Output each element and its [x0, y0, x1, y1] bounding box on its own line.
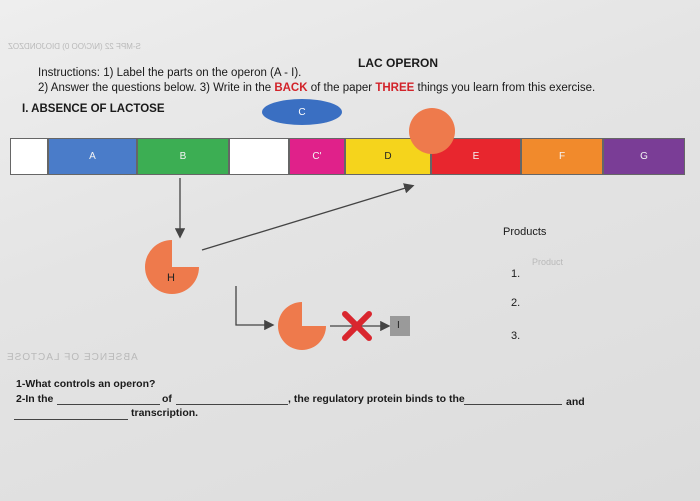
operon-segment-f: F: [521, 138, 603, 175]
segment-b-label: B: [179, 151, 187, 162]
question-2-mid: , the regulatory protein binds to the: [288, 393, 465, 405]
protein-h-shape: [145, 240, 199, 294]
red-cross-icon: [342, 311, 372, 341]
q2-blank-4[interactable]: [14, 419, 128, 420]
instruction-text-c: things you learn from this exercise.: [414, 82, 596, 94]
segment-a-label: A: [89, 151, 96, 162]
product-3-number: 3.: [511, 330, 521, 342]
operon-segment-d: D: [345, 138, 431, 175]
segment-d-label: D: [384, 151, 392, 162]
operon-segment-b: B: [137, 138, 229, 175]
segment-e-label: E: [472, 151, 480, 162]
operon-segment-c-prime: C': [289, 138, 345, 175]
instruction-text-a: 2) Answer the questions below. 3) Write …: [38, 82, 275, 94]
protein-h-label: H: [167, 272, 175, 284]
instruction-line-1: Instructions: 1) Label the parts on the …: [38, 67, 302, 79]
instruction-line-2: 2) Answer the questions below. 3) Write …: [38, 82, 595, 94]
q2-blank-2[interactable]: [176, 404, 288, 405]
repressor-label: C: [298, 106, 306, 118]
box-i-shape: [390, 316, 410, 336]
question-2-start: 2-In the: [16, 393, 54, 405]
instruction-three: THREE: [375, 82, 415, 94]
question-2-of: of: [162, 393, 172, 405]
segment-f-label: F: [558, 151, 566, 162]
question-2-and: and: [566, 396, 585, 408]
connector-to-inactive-protein: [235, 286, 275, 331]
products-label: Products: [503, 226, 547, 238]
question-2-end: transcription.: [131, 407, 199, 419]
operon-segment-blank-2: [229, 138, 289, 175]
product-2-number: 2.: [511, 297, 521, 309]
arrow-to-operator: [201, 183, 415, 251]
bleed-through-heading: ABSENCE OF LACTOSE: [6, 352, 138, 363]
product-1-number: 1.: [511, 268, 521, 280]
instruction-text-b: of the paper: [307, 82, 376, 94]
segment-g-label: G: [640, 151, 648, 162]
question-1: 1-What controls an operon?: [16, 378, 156, 390]
repressor-ellipse: C: [262, 99, 342, 125]
box-i-label: I: [397, 320, 400, 331]
operon-segment-a: A: [48, 138, 137, 175]
operon-segment-g: G: [603, 138, 685, 175]
operon-segment-e: E: [431, 138, 521, 175]
bound-repressor-circle: [409, 108, 455, 154]
section-title: I. ABSENCE OF LACTOSE: [22, 103, 165, 115]
q2-blank-3[interactable]: [464, 404, 562, 405]
q2-blank-1[interactable]: [57, 404, 160, 405]
inactive-protein-shape: [278, 302, 326, 350]
operon-segment-blank-1: [10, 138, 48, 175]
ghost-product-text: Product: [532, 257, 564, 267]
page-title: LAC OPERON: [358, 56, 439, 70]
instruction-back: BACK: [274, 82, 308, 94]
segment-c-prime-label: C': [312, 151, 322, 162]
